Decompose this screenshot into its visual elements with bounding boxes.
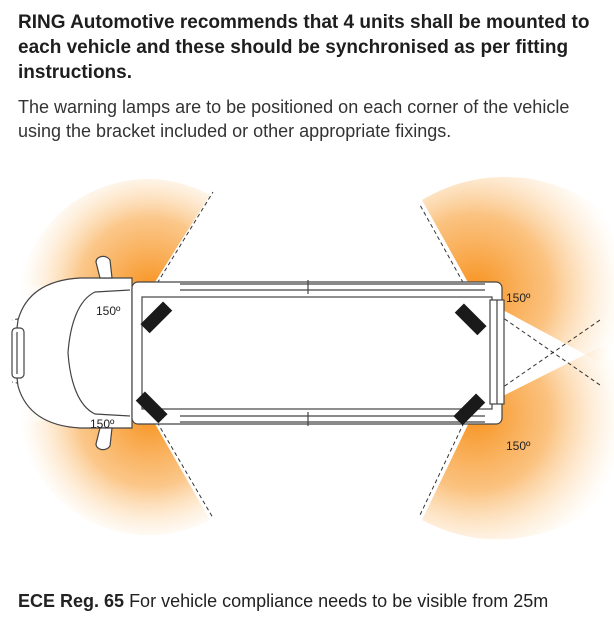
headline: RING Automotive recommends that 4 units … [18, 12, 590, 83]
lamp-rear-right [453, 393, 486, 426]
lamp-markers [135, 301, 487, 426]
description: The warning lamps are to be positioned o… [18, 97, 570, 141]
van-outline [11, 277, 505, 429]
light-field-front-right [20, 415, 210, 536]
regulation-label: ECE Reg. 65 [18, 591, 125, 611]
lamp-rear-left [454, 303, 487, 336]
angle-label-rear-left: 150º [506, 291, 531, 305]
lamp-front-left [140, 301, 173, 334]
compliance-text: For vehicle compliance needs to be visib… [129, 591, 549, 611]
compliance-note: ECE Reg. 65 For vehicle compliance needs… [18, 589, 614, 613]
light-field-rear-right [422, 340, 614, 540]
mirror-right [95, 427, 113, 451]
van-lamp-diagram: 150º 150º 150º 150º [11, 176, 614, 540]
angle-label-front-right: 150º [90, 417, 115, 431]
light-field-rear-left [422, 176, 614, 370]
lamp-front-right [135, 391, 168, 424]
angle-label-rear-right: 150º [506, 439, 531, 453]
mirror-left [95, 255, 113, 279]
light-field-front-left [20, 179, 210, 290]
angle-label-front-left: 150º [96, 304, 121, 318]
